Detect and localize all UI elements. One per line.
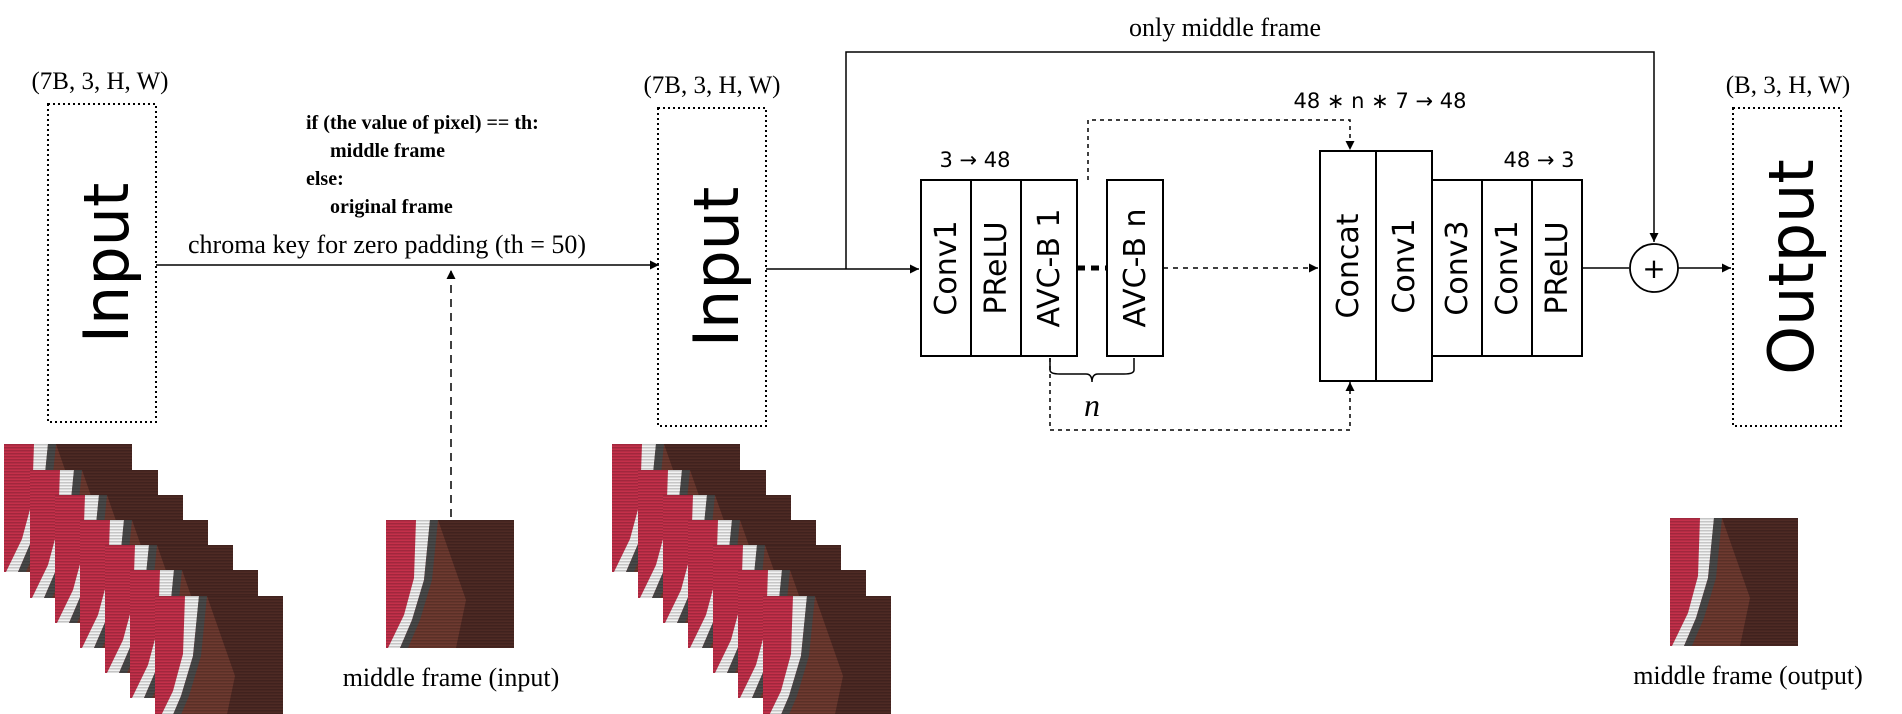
input-frame-stack xyxy=(4,444,283,714)
output-block-label: Output xyxy=(1755,159,1828,374)
stem-conv1-label: Conv1 xyxy=(929,220,964,315)
input2-frame-stack xyxy=(612,444,891,714)
chroma-code-line-3: else: xyxy=(306,168,344,190)
chroma-code-line-2: middle frame xyxy=(330,140,445,162)
middle-frame-output-caption: middle frame (output) xyxy=(1633,661,1863,690)
head-prelu-block xyxy=(1531,179,1583,357)
head-prelu-label: PReLU xyxy=(1540,221,1575,314)
concat-block xyxy=(1319,150,1377,382)
output-shape-label: (B, 3, H, W) xyxy=(1726,72,1851,99)
output-block xyxy=(1732,107,1842,427)
input2-shape-label: (7B, 3, H, W) xyxy=(643,72,780,99)
head-conv3-label: Conv3 xyxy=(1440,220,1475,315)
stem-prelu-block xyxy=(970,179,1022,357)
input2-block xyxy=(657,107,767,427)
add-node-symbol: + xyxy=(1642,252,1665,285)
chroma-key-caption: chroma key for zero padding (th = 50) xyxy=(188,230,586,259)
middle-frame-input-image xyxy=(386,520,514,648)
middle-frame-input-caption: middle frame (input) xyxy=(343,663,560,692)
stem-prelu-label: PReLU xyxy=(979,221,1014,314)
concat-label: Concat xyxy=(1331,213,1366,318)
fusion-conv1-block xyxy=(1375,150,1433,382)
skip-connection-label: only middle frame xyxy=(1129,13,1321,42)
head-channels-label: 48 → 3 xyxy=(1503,148,1574,172)
arrow-avcb-top-to-concat xyxy=(1087,119,1355,180)
head-conv3-block xyxy=(1431,179,1483,357)
avcb-repeat-label: n xyxy=(1084,387,1100,423)
fusion-conv1-label: Conv1 xyxy=(1387,218,1422,313)
stem-conv1-block xyxy=(920,179,972,357)
fusion-channels-label: 48 ∗ n ∗ 7 → 48 xyxy=(1294,89,1467,113)
input2-block-label: Input xyxy=(680,187,753,348)
chroma-code-line-1: if (the value of pixel) == th: xyxy=(306,112,539,134)
input-shape-label: (7B, 3, H, W) xyxy=(31,68,168,95)
input2-frame-7 xyxy=(763,596,891,714)
chroma-code-line-4: original frame xyxy=(330,196,453,218)
avcb-last-label: AVC-B n xyxy=(1118,209,1153,328)
middle-frame-output-image xyxy=(1670,518,1798,646)
avcb-first-label: AVC-B 1 xyxy=(1032,208,1067,327)
skip-connection-line xyxy=(845,51,1659,269)
head-conv1-label: Conv1 xyxy=(1490,220,1525,315)
input-block xyxy=(47,103,157,423)
stem-channels-label: 3 → 48 xyxy=(939,148,1010,172)
input-block-label: Input xyxy=(70,183,143,344)
avcb-repeat-brace xyxy=(1049,358,1135,383)
head-conv1-block xyxy=(1481,179,1533,357)
input-frame-7 xyxy=(155,596,283,714)
arrow-avcb-bottom-to-concat xyxy=(1049,358,1355,431)
